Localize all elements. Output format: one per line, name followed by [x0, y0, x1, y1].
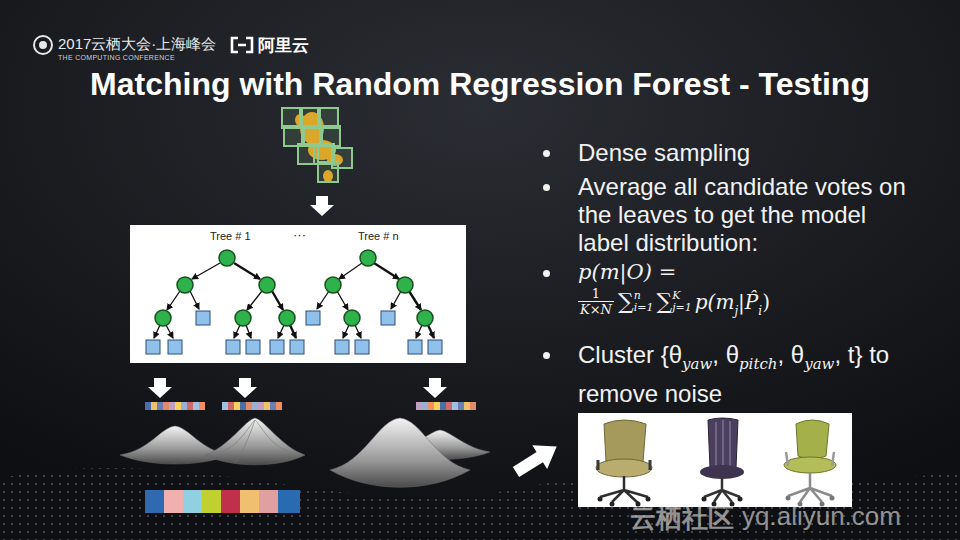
- conference-icon: [34, 36, 52, 54]
- formula-text: |P̂: [738, 290, 758, 314]
- formula-text: ): [762, 290, 770, 314]
- bullet-dot: [543, 150, 550, 157]
- sum-upper: n: [634, 290, 654, 302]
- tree-label: Tree # n: [358, 230, 399, 242]
- bullet-dot: [543, 352, 550, 359]
- aliyun-name: 阿里云: [258, 34, 309, 57]
- chair-results: [578, 413, 852, 507]
- bullet-text: Dense sampling: [578, 139, 750, 167]
- sum-sign: ∑: [618, 289, 634, 314]
- tree-label: Tree # 1: [210, 230, 251, 242]
- tree-drawing: [130, 225, 466, 363]
- formula-line: 1K×N∑ni=1∑Kj=1p(mj|P̂i): [578, 286, 770, 318]
- watermark: yq.aliyun.com: [742, 501, 901, 532]
- sum-sign: ∑: [656, 289, 672, 314]
- sum-upper: K: [672, 290, 692, 302]
- formula-subscript: j: [734, 304, 738, 318]
- bullet-dot: [543, 184, 550, 191]
- bullet-text: , θ: [712, 341, 739, 368]
- bullet-text-group: Cluster {θyaw, θpitch, θyaw, t} to remov…: [578, 340, 918, 409]
- bullet-dot: [543, 270, 550, 277]
- bullet-text: Cluster {θ: [578, 341, 682, 368]
- formula-text: p(m: [695, 290, 735, 314]
- sum-limits: ni=1: [634, 290, 654, 314]
- fraction-numerator: 1: [578, 286, 614, 302]
- theta-subscript: yaw: [804, 355, 834, 373]
- sum-lower: j=1: [672, 302, 692, 314]
- fraction: 1K×N: [578, 286, 614, 317]
- bullet-text: , θ: [778, 341, 805, 368]
- point-cloud: [282, 108, 352, 182]
- aliyun-logo: [230, 36, 254, 54]
- theta-subscript: pitch: [739, 355, 778, 373]
- sum-lower: i=1: [634, 302, 654, 314]
- fraction-denominator: K×N: [578, 302, 614, 317]
- formula-text: p(m|O) =: [578, 260, 676, 284]
- slide-title: Matching with Random Regression Forest -…: [90, 66, 870, 103]
- conference-name: 2017云栖大会·上海峰会: [58, 35, 216, 54]
- watermark: 云栖社区: [630, 501, 734, 536]
- forest-panel: Tree # 1 ··· Tree # n: [130, 225, 466, 363]
- conference-subtitle: THE COMPUTING CONFERENCE: [58, 54, 175, 61]
- formula-subscript: i: [758, 304, 762, 318]
- theta-subscript: yaw: [682, 355, 712, 373]
- distribution-surfaces: [120, 418, 490, 487]
- tree-label: ···: [293, 227, 306, 242]
- bullet-text: Average all candidate votes on the leave…: [578, 173, 908, 257]
- sum-limits: Kj=1: [672, 290, 692, 314]
